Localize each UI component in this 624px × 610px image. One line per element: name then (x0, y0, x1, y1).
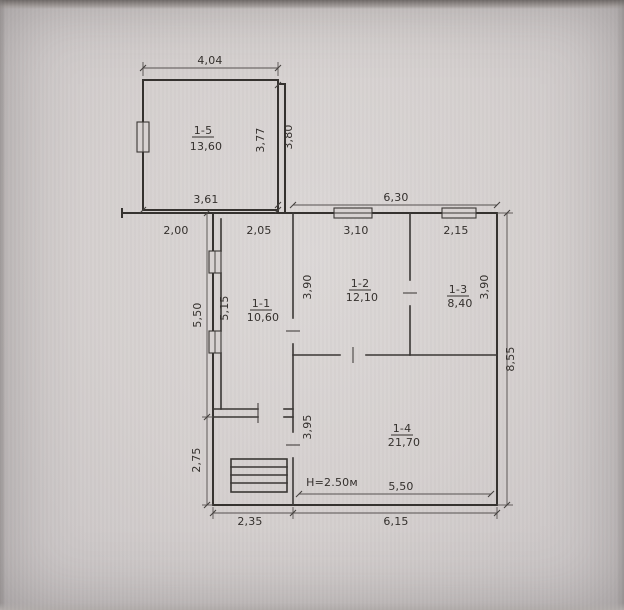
door-openings (257, 292, 417, 446)
main-building-outline (212, 212, 498, 506)
photo-edge-bottom (0, 603, 624, 610)
windows (136, 121, 477, 354)
dim-1-4-left-height: 3,95 (301, 414, 314, 439)
room-1-5-area: 13,60 (190, 140, 223, 153)
entrance-stairs (230, 458, 288, 493)
room-1-3-number: 1-3 (449, 283, 468, 296)
dim-top-right-width: 6,30 (383, 191, 408, 204)
room-1-5-number: 1-5 (194, 124, 213, 137)
room-1-4-number: 1-4 (393, 422, 412, 435)
ceiling-height-note: H=2.50м (306, 476, 358, 489)
dim-left-lower-height: 2,75 (190, 447, 203, 472)
dim-left-offset: 2,00 (163, 224, 188, 237)
room-1-1-area: 10,60 (247, 311, 280, 324)
dim-bottom-left-width: 2,35 (237, 515, 262, 528)
room-1-1-number: 1-1 (252, 297, 271, 310)
room-1-2-area: 12,10 (346, 291, 379, 304)
photo-edge-top (0, 0, 624, 9)
dim-top-width: 4,04 (197, 54, 222, 67)
room-1-2-number: 1-2 (351, 277, 370, 290)
dim-left-upper-height: 5,50 (191, 302, 204, 327)
interior-walls (212, 212, 498, 506)
dim-right-height: 8,55 (504, 346, 517, 371)
room-1-3-area: 8,40 (447, 297, 472, 310)
dim-1-4-bottom-width: 5,50 (388, 480, 413, 493)
dimension-lines (139, 62, 513, 519)
photo-edge-left (0, 0, 6, 610)
dim-1-2-left-height: 3,90 (301, 274, 314, 299)
dim-1-2-top-width: 3,10 (343, 224, 368, 237)
dim-bottom-right-width: 6,15 (383, 515, 408, 528)
dim-1-5-outer-height: 3,80 (282, 124, 295, 149)
photo-edge-right (616, 0, 624, 610)
dim-1-1-top-width: 2,05 (246, 224, 271, 237)
dim-1-3-top-width: 2,15 (443, 224, 468, 237)
dim-1-5-inner-height: 3,77 (254, 127, 267, 152)
dim-1-3-right-height: 3,90 (478, 274, 491, 299)
labels: 1-5 13,60 1-1 10,60 1-2 12,10 1-3 8,40 1… (163, 54, 517, 528)
room-1-4-area: 21,70 (388, 436, 421, 449)
dim-1-5-bottom-width: 3,61 (193, 193, 218, 206)
dim-1-1-inner-height: 5,15 (218, 295, 231, 320)
